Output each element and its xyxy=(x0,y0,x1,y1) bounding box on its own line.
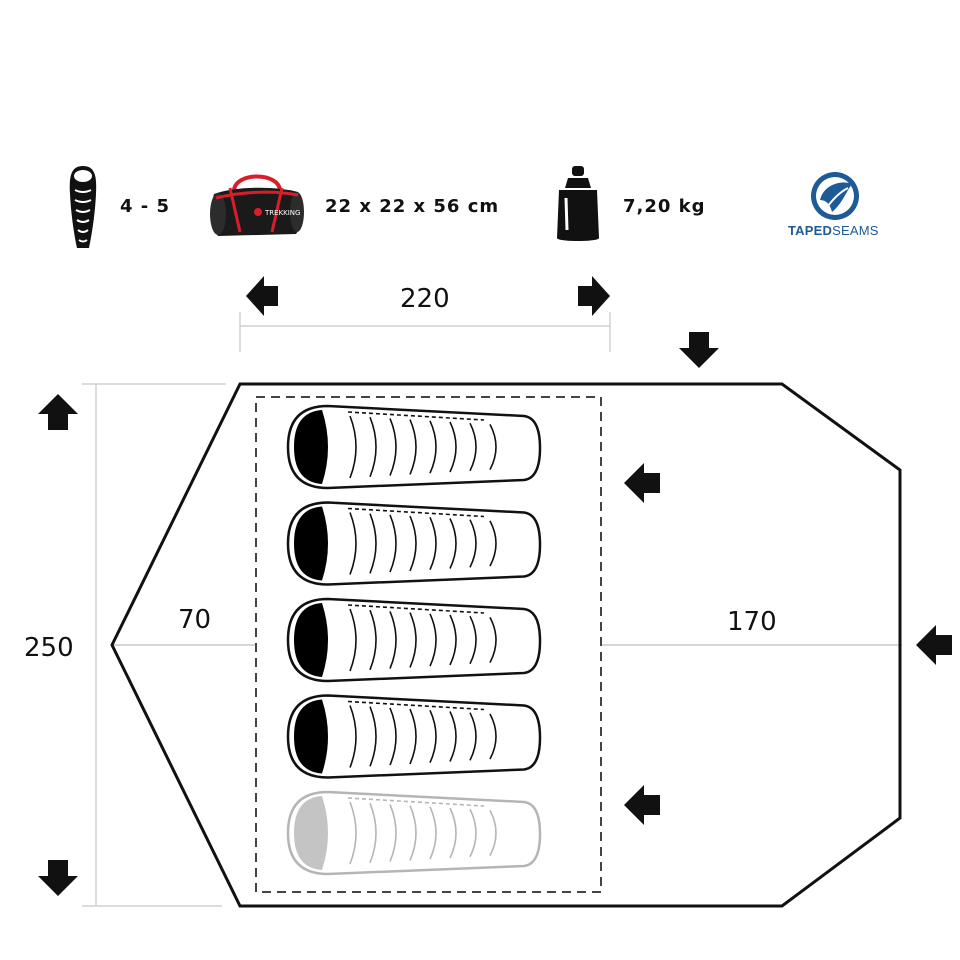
length-label: 220 xyxy=(400,284,450,314)
capacity-label: 4 - 5 xyxy=(120,196,171,217)
sleeping-bag-quilt-line xyxy=(429,806,437,860)
sleeping-bag-hood xyxy=(294,699,328,774)
sleeping-bag-quilt-line xyxy=(409,515,417,572)
sleeping-bag-body xyxy=(286,694,542,779)
sleeping-bag-body xyxy=(286,404,542,490)
sleeping-bag xyxy=(286,501,542,586)
window-arrow-upper-icon xyxy=(624,463,660,503)
sleeping-bag-quilt-line xyxy=(469,712,477,761)
sleeping-bag-quilt-line xyxy=(389,514,397,573)
sleeping-bag xyxy=(286,404,542,490)
inner-tent-outline xyxy=(255,396,602,893)
sleeping-bag-icon xyxy=(69,166,97,248)
sleeping-bag-quilt-line xyxy=(469,615,477,665)
sleeping-bag-quilt-line xyxy=(349,608,357,672)
front-vestibule-label: 170 xyxy=(727,607,777,637)
sleeping-bag-hood xyxy=(294,506,328,581)
sleeping-bag-quilt-line xyxy=(449,614,457,666)
sleeping-bag-quilt-line xyxy=(369,706,377,767)
sleeping-bag-quilt-line xyxy=(429,420,437,474)
sleeping-bags xyxy=(286,404,542,876)
sleeping-bag-quilt-line xyxy=(409,805,417,861)
arrow-left-icon xyxy=(246,276,278,316)
taped-seams-bold: TAPED xyxy=(788,223,833,238)
sleeping-bag-quilt-line xyxy=(449,711,457,762)
weight-icon xyxy=(557,166,599,241)
weight-label: 7,20 kg xyxy=(623,196,706,217)
arrow-up-icon xyxy=(38,394,78,430)
sleeping-bag-quilt-line xyxy=(349,705,357,768)
sleeping-bag-quilt-line xyxy=(489,617,497,663)
arrow-down-icon xyxy=(38,860,78,896)
sleeping-bag-body xyxy=(286,597,542,683)
sleeping-bag-quilt-line xyxy=(489,810,497,856)
arrow-right-icon xyxy=(578,276,610,316)
sleeping-bag-hood xyxy=(294,603,328,677)
window-arrow-lower-icon xyxy=(624,785,660,825)
sleeping-bag-quilt-line xyxy=(369,802,377,864)
duffel-bag-icon: TREKKING xyxy=(210,174,304,236)
sleeping-bag-quilt-line xyxy=(369,513,377,574)
sleeping-bag-quilt-line xyxy=(489,713,497,760)
sleeping-bag-zipper xyxy=(347,797,485,807)
door-arrow-down-icon xyxy=(679,332,719,368)
sleeping-bag xyxy=(286,597,542,683)
sleeping-bag-zipper xyxy=(347,411,485,421)
sleeping-bag-quilt-line xyxy=(449,807,457,859)
sleeping-bag-quilt-line xyxy=(469,808,477,858)
sleeping-bag-quilt-line xyxy=(349,512,357,575)
sleeping-bag-quilt-line xyxy=(449,518,457,569)
sleeping-bag-body xyxy=(286,790,542,876)
sleeping-bag-zipper xyxy=(347,700,485,711)
sleeping-bag-body xyxy=(286,501,542,586)
packed-size-label: 22 x 22 x 56 cm xyxy=(325,196,500,217)
sleeping-bag-quilt-line xyxy=(429,516,437,571)
sleeping-bag-quilt-line xyxy=(429,613,437,667)
sleeping-bag-quilt-line xyxy=(429,709,437,764)
sleeping-bag-quilt-line xyxy=(409,419,417,475)
sleeping-bag-quilt-line xyxy=(389,707,397,766)
sleeping-bag-quilt-line xyxy=(349,415,357,479)
width-label: 250 xyxy=(24,633,74,663)
sleeping-bag-quilt-line xyxy=(449,421,457,473)
sleeping-bag-quilt-line xyxy=(389,804,397,862)
taped-seams-rest: SEAMS xyxy=(832,223,879,238)
sleeping-bag xyxy=(286,694,542,779)
rear-vestibule-label: 70 xyxy=(178,605,212,635)
tent-outline xyxy=(110,382,902,908)
taped-seams-text: TAPEDSEAMS xyxy=(788,223,879,238)
sleeping-bag xyxy=(286,790,542,876)
sleeping-bag-quilt-line xyxy=(469,422,477,472)
sleeping-bag-quilt-line xyxy=(489,520,497,567)
sleeping-bag-quilt-line xyxy=(369,416,377,478)
taped-seams-logo xyxy=(811,172,859,220)
bag-brand-text: TREKKING xyxy=(264,209,300,217)
sleeping-bag-quilt-line xyxy=(469,519,477,568)
sleeping-bag-quilt-line xyxy=(369,609,377,671)
sleeping-bag-quilt-line xyxy=(389,418,397,476)
sleeping-bag-quilt-line xyxy=(409,612,417,668)
sleeping-bag-quilt-line xyxy=(409,708,417,765)
sleeping-bag-hood xyxy=(294,796,328,870)
sleeping-bag-zipper xyxy=(347,507,485,518)
entrance-arrow-icon xyxy=(916,625,952,665)
sleeping-bag-quilt-line xyxy=(489,424,497,470)
sleeping-bag-quilt-line xyxy=(349,801,357,865)
sleeping-bag-hood xyxy=(294,410,328,484)
sleeping-bag-quilt-line xyxy=(389,611,397,669)
sleeping-bag-zipper xyxy=(347,604,485,614)
